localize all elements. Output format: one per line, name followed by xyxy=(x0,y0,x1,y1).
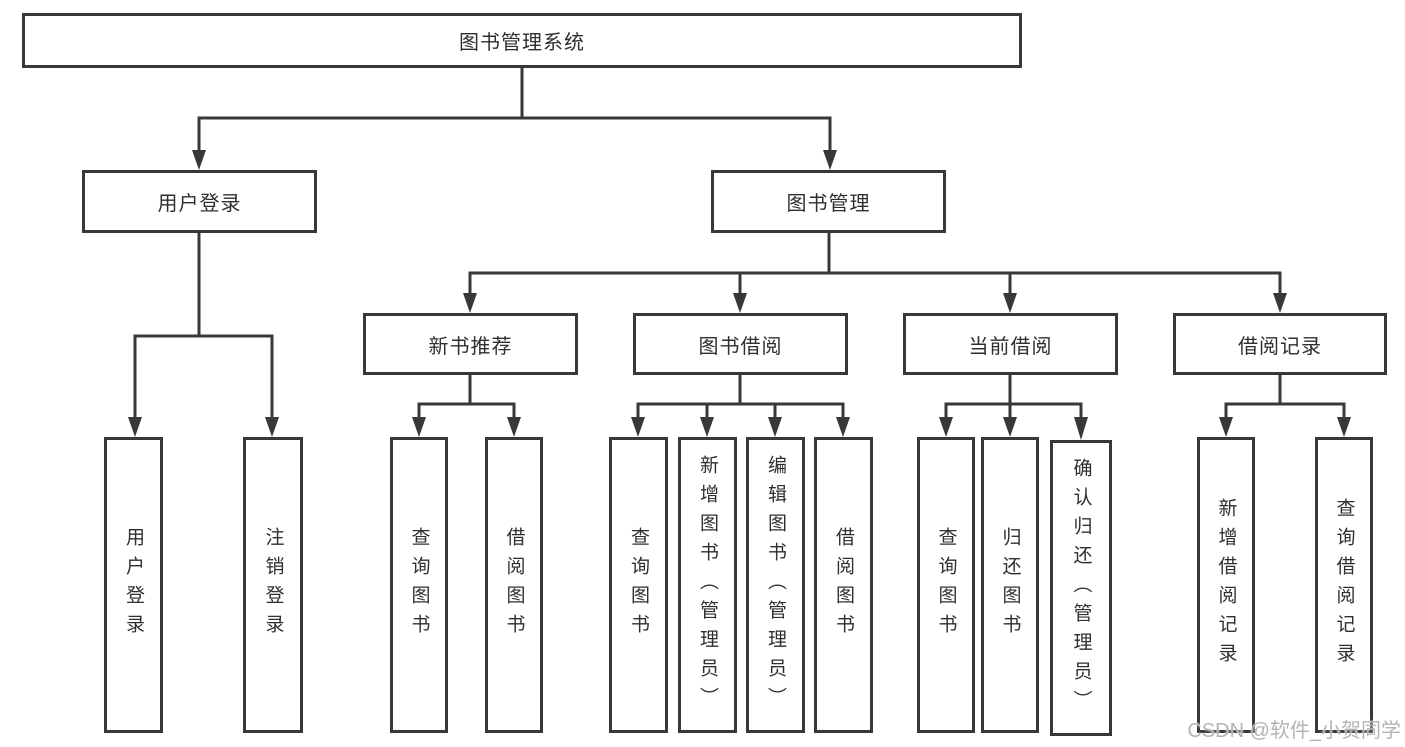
leaf-edit-books-admin: 编辑图书（管理员） xyxy=(746,437,805,733)
leaf-borrow-books-recommend: 借阅图书 xyxy=(485,437,543,733)
leaf-logout-label: 注销登录 xyxy=(262,527,284,643)
leaf-return-books: 归还图书 xyxy=(981,437,1039,733)
node-book-management-label: 图书管理 xyxy=(786,193,871,215)
leaf-query-books-recommend: 查询图书 xyxy=(390,437,448,733)
leaf-add-borrow-record: 新增借阅记录 xyxy=(1197,437,1255,733)
leaf-query-books-borrowing-label: 查询图书 xyxy=(628,527,649,643)
leaf-add-borrow-record-label: 新增借阅记录 xyxy=(1215,498,1237,672)
leaf-query-books-current: 查询图书 xyxy=(917,437,975,733)
node-borrowing-records: 借阅记录 xyxy=(1173,313,1387,375)
leaf-query-books-recommend-label: 查询图书 xyxy=(408,527,430,643)
node-new-book-recommend-label: 新书推荐 xyxy=(428,335,513,358)
node-current-borrowing-label: 当前借阅 xyxy=(968,335,1053,358)
leaf-borrow-books-recommend-label: 借阅图书 xyxy=(503,527,525,643)
leaf-borrow-books-borrowing: 借阅图书 xyxy=(814,437,873,733)
leaf-add-books-admin: 新增图书（管理员） xyxy=(678,437,737,733)
node-root: 图书管理系统 xyxy=(22,13,1022,68)
leaf-query-books-borrowing: 查询图书 xyxy=(609,437,668,733)
leaf-confirm-return-admin-label: 确认归还（管理员） xyxy=(1070,457,1092,719)
leaf-edit-books-admin-label: 编辑图书（管理员） xyxy=(765,454,786,716)
leaf-logout: 注销登录 xyxy=(243,437,303,733)
leaf-add-books-admin-label: 新增图书（管理员） xyxy=(697,454,718,716)
leaf-return-books-label: 归还图书 xyxy=(999,527,1021,643)
node-current-borrowing: 当前借阅 xyxy=(903,313,1118,375)
leaf-user-login-label: 用户登录 xyxy=(123,527,144,643)
node-book-borrowing: 图书借阅 xyxy=(633,313,848,375)
node-borrowing-records-label: 借阅记录 xyxy=(1238,335,1322,358)
leaf-confirm-return-admin: 确认归还（管理员） xyxy=(1050,440,1112,736)
node-root-label: 图书管理系统 xyxy=(459,32,585,54)
leaf-user-login: 用户登录 xyxy=(104,437,163,733)
leaf-query-borrow-record: 查询借阅记录 xyxy=(1315,437,1373,733)
node-user-login-label: 用户登录 xyxy=(157,193,242,215)
node-user-login: 用户登录 xyxy=(82,170,317,233)
node-book-borrowing-label: 图书借阅 xyxy=(698,335,783,358)
node-new-book-recommend: 新书推荐 xyxy=(363,313,578,375)
node-book-management: 图书管理 xyxy=(711,170,946,233)
leaf-query-borrow-record-label: 查询借阅记录 xyxy=(1333,498,1355,672)
leaf-query-books-current-label: 查询图书 xyxy=(935,527,957,643)
leaf-borrow-books-borrowing-label: 借阅图书 xyxy=(833,527,854,643)
